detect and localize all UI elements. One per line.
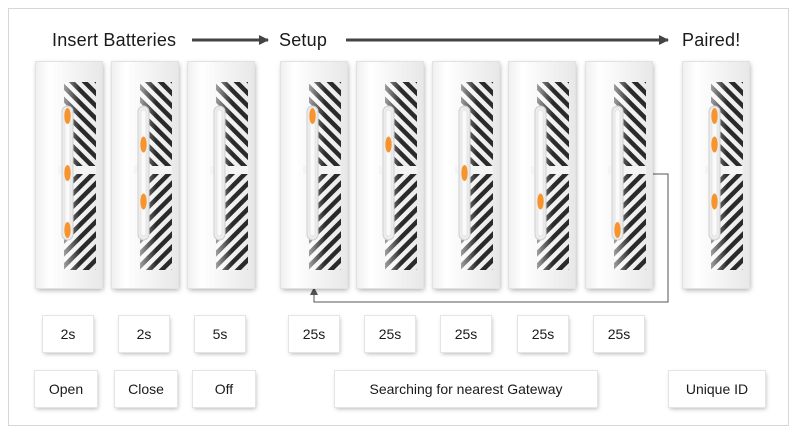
timing-box-7: 25s <box>518 316 568 352</box>
led-light <box>614 222 621 238</box>
led-light <box>140 136 147 153</box>
led-light <box>461 165 468 181</box>
panel-divider <box>58 166 96 174</box>
panel-divider <box>379 166 417 174</box>
led-light <box>64 165 71 181</box>
device-step-7 <box>509 62 575 288</box>
led-light <box>140 193 147 210</box>
timing-box-2: 2s <box>119 316 169 352</box>
device-step-8 <box>586 62 652 288</box>
label-off: Off <box>193 371 255 407</box>
retry-loop-arrow <box>313 173 669 303</box>
panel-divider <box>531 166 569 174</box>
device-step-2 <box>112 62 178 288</box>
timing-box-1: 2s <box>43 316 93 352</box>
device-step-6 <box>433 62 499 288</box>
led-light <box>711 193 718 210</box>
panel-divider <box>455 166 493 174</box>
panel-divider <box>705 166 743 174</box>
led-light <box>711 136 718 153</box>
led-light <box>711 108 718 124</box>
led-light <box>64 108 71 124</box>
heading-insert-batteries: Insert Batteries <box>52 30 177 50</box>
led-light <box>537 193 544 210</box>
led-light <box>309 108 316 124</box>
device-step-5 <box>357 62 423 288</box>
panel-divider <box>608 166 646 174</box>
panel-divider <box>303 166 341 174</box>
led-light <box>64 222 71 238</box>
label-open: Open <box>35 371 97 407</box>
timing-box-6: 25s <box>441 316 491 352</box>
device-paired <box>683 62 749 288</box>
timing-box-8: 25s <box>594 316 644 352</box>
device-step-3 <box>188 62 254 288</box>
heading-paired: Paired! <box>682 30 741 50</box>
retry-loop-arrowhead <box>310 287 318 295</box>
label-unique-id: Unique ID <box>669 371 765 407</box>
heading-setup: Setup <box>279 30 328 50</box>
timing-box-3: 5s <box>195 316 245 352</box>
led-light <box>385 136 392 153</box>
timing-box-5: 25s <box>365 316 415 352</box>
timing-box-4: 25s <box>289 316 339 352</box>
label-searching: Searching for nearest Gateway <box>335 371 597 407</box>
panel-divider <box>134 166 172 174</box>
label-close: Close <box>115 371 177 407</box>
device-step-4 <box>281 62 347 288</box>
panel-divider <box>210 166 248 174</box>
device-step-1 <box>36 62 102 288</box>
